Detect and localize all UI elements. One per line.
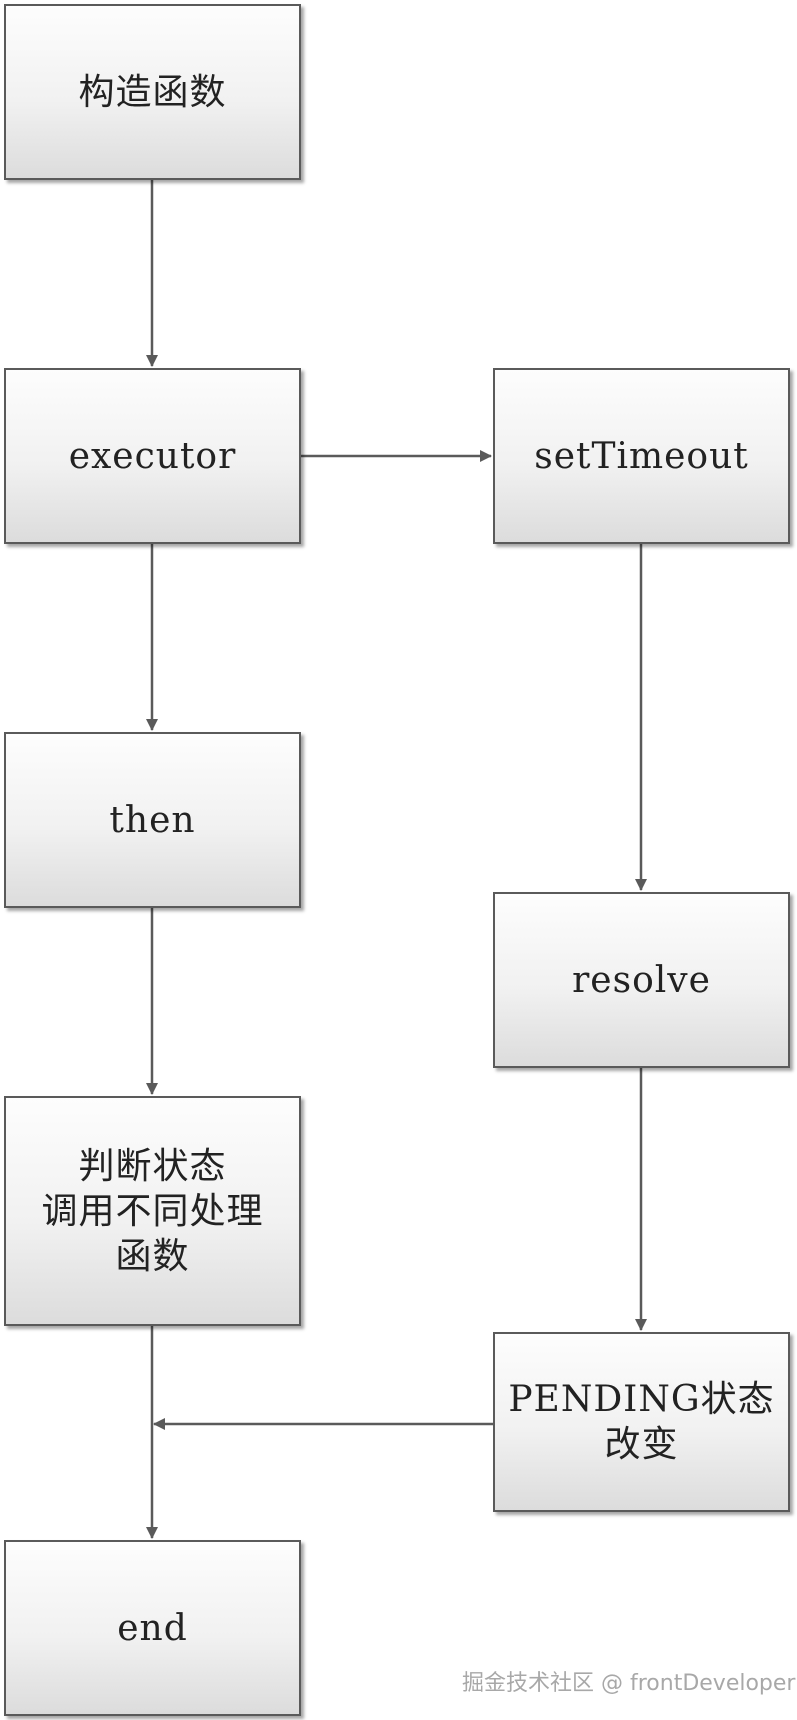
executor-label: executor xyxy=(68,435,237,477)
resolve-label: resolve xyxy=(572,959,711,1001)
judge-state-label: 判断状态 调用不同处理 函数 xyxy=(41,1145,264,1277)
pending-change-node: PENDING状态 改变 xyxy=(493,1332,790,1512)
judge-state-node: 判断状态 调用不同处理 函数 xyxy=(4,1096,301,1326)
then-label: then xyxy=(109,799,196,841)
pending-change-label: PENDING状态 改变 xyxy=(508,1379,775,1465)
set-timeout-label: setTimeout xyxy=(534,435,749,477)
resolve-node: resolve xyxy=(493,892,790,1068)
end-label: end xyxy=(117,1607,188,1649)
watermark-text: 掘金技术社区 @ frontDeveloper xyxy=(462,1671,796,1696)
executor-node: executor xyxy=(4,368,301,544)
constructor-node: 构造函数 xyxy=(4,4,301,180)
set-timeout-node: setTimeout xyxy=(493,368,790,544)
then-node: then xyxy=(4,732,301,908)
constructor-label: 构造函数 xyxy=(78,71,227,113)
end-node: end xyxy=(4,1540,301,1716)
